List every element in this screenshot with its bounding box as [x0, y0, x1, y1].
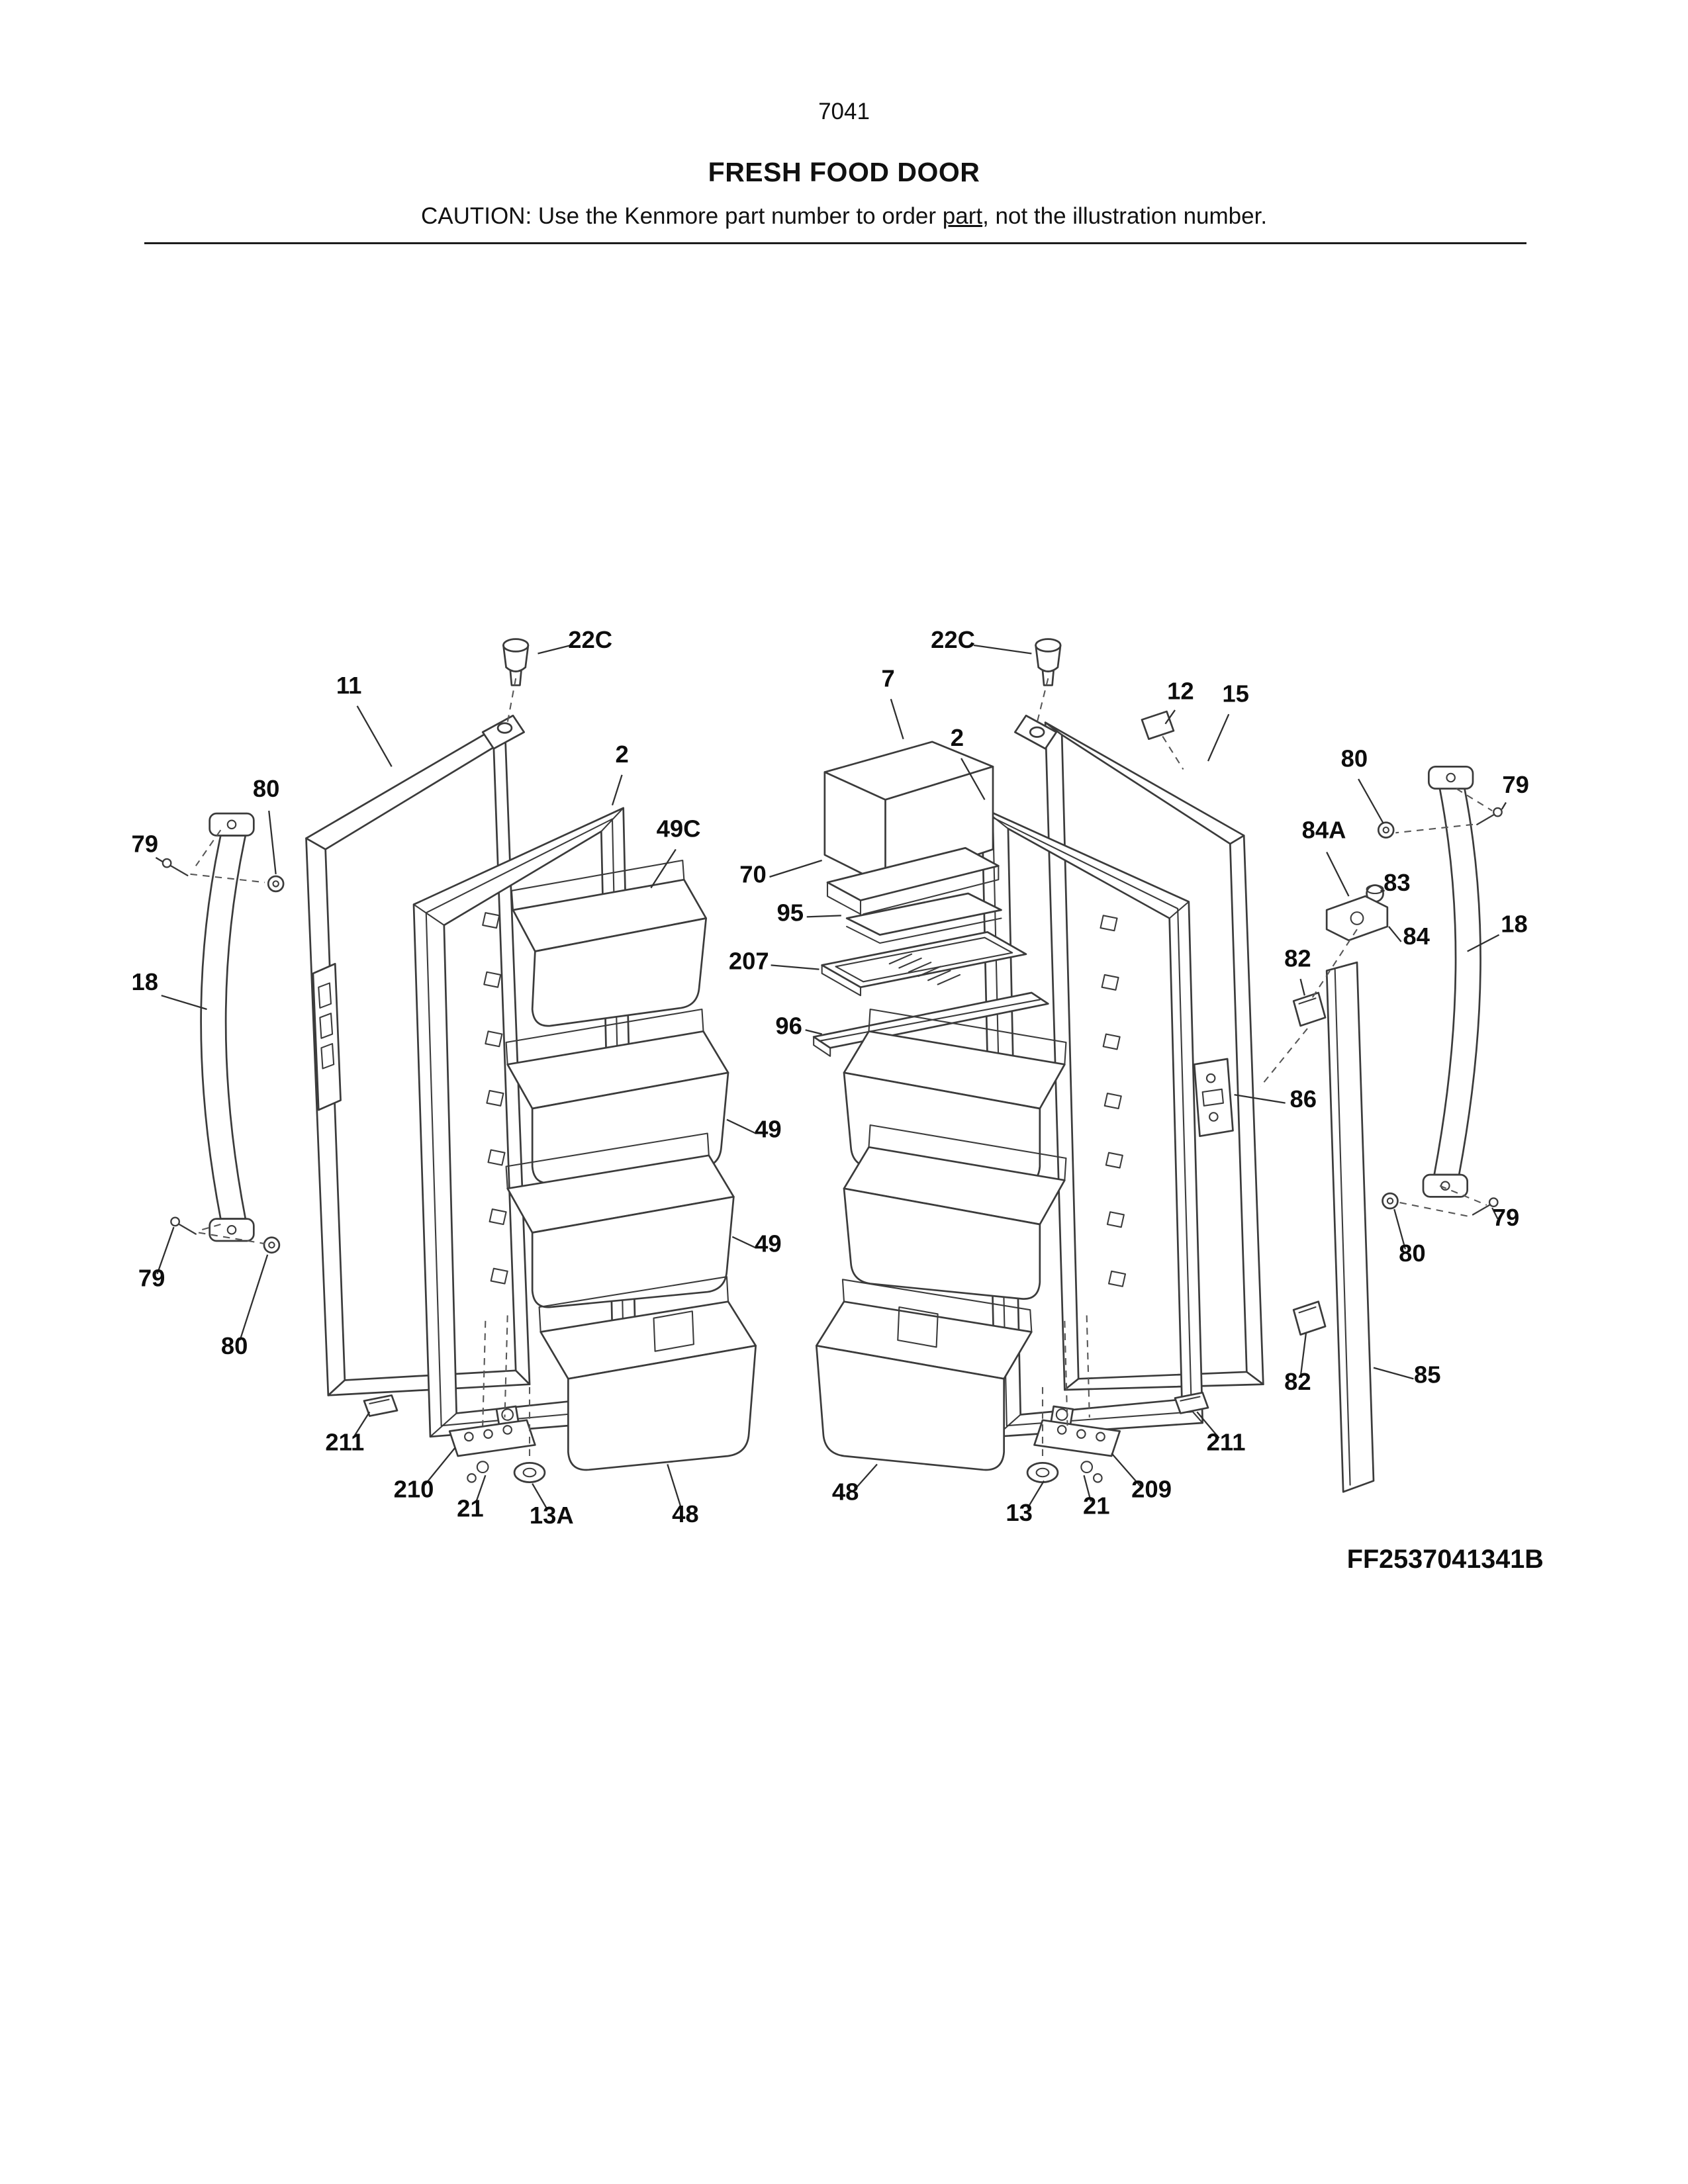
part-callout-21: 21 — [1083, 1492, 1110, 1520]
right-bottom-bin — [815, 1279, 1033, 1471]
part-callout-49: 49 — [755, 1230, 782, 1257]
part-callout-21: 21 — [457, 1495, 484, 1522]
part-callout-84A: 84A — [1302, 817, 1346, 844]
part-callout-7: 7 — [882, 665, 895, 692]
left-door-handle — [200, 812, 255, 1242]
part-callout-79: 79 — [1493, 1204, 1520, 1231]
part-callout-207: 207 — [729, 948, 769, 975]
door-plug-right — [1035, 638, 1062, 686]
caution-underlined-word: part — [942, 203, 983, 229]
part-callout-79: 79 — [131, 831, 158, 858]
part-callout-22C: 22C — [568, 626, 612, 653]
part-callout-82: 82 — [1284, 944, 1311, 972]
part-callout-13: 13 — [1006, 1499, 1033, 1526]
part-callout-13A: 13A — [530, 1502, 574, 1529]
part-callout-83: 83 — [1383, 869, 1411, 896]
part-callout-70: 70 — [739, 860, 767, 887]
part-callout-49C: 49C — [657, 815, 701, 842]
part-callout-18: 18 — [1501, 910, 1528, 937]
page-title: FRESH FOOD DOOR — [708, 157, 980, 187]
part-callout-80: 80 — [1341, 745, 1368, 772]
dashed-assembly-lines — [190, 678, 1493, 1462]
shoulder-screws — [263, 821, 1399, 1254]
part-callout-2: 2 — [615, 741, 628, 768]
left-bottom-bin — [538, 1276, 757, 1471]
part-callout-209: 209 — [1131, 1476, 1172, 1503]
right-door-handle — [1422, 765, 1481, 1198]
part-callout-210: 210 — [394, 1476, 434, 1503]
part-callout-18: 18 — [131, 968, 158, 995]
part-callout-79: 79 — [1502, 771, 1529, 798]
door-clip-upper — [1292, 991, 1327, 1027]
part-callout-2: 2 — [951, 724, 964, 751]
door-plug-left — [502, 638, 530, 686]
part-callout-211: 211 — [1207, 1429, 1246, 1456]
top-hinge-bracket — [1325, 884, 1389, 942]
door-module-box — [823, 741, 1000, 915]
part-callout-79: 79 — [138, 1265, 165, 1292]
caution-prefix: CAUTION: Use the Kenmore part number to … — [420, 203, 943, 229]
small-cover-plate — [1141, 710, 1175, 741]
caution-suffix: , not the illustration number. — [982, 203, 1268, 229]
part-callout-86: 86 — [1289, 1085, 1317, 1113]
handle-screws — [162, 807, 1503, 1235]
part-callout-85: 85 — [1414, 1361, 1441, 1388]
part-callout-96: 96 — [775, 1013, 802, 1040]
page-number: 7041 — [818, 99, 870, 124]
callout-labels: 22C 11 80 79 18 2 49C 79 80 211 210 21 13A 48 49 49 7 22C… — [131, 626, 1528, 1529]
part-callout-49: 49 — [755, 1116, 782, 1143]
part-callout-15: 15 — [1222, 680, 1249, 707]
part-callout-11: 11 — [336, 672, 362, 699]
door-trim-strip — [1325, 961, 1375, 1493]
door-clip-lower — [1292, 1300, 1327, 1336]
left-door-bins — [505, 859, 735, 1308]
part-callout-80: 80 — [1399, 1240, 1426, 1267]
part-callout-22C: 22C — [931, 626, 975, 653]
header-divider — [144, 242, 1526, 244]
part-callout-48: 48 — [832, 1479, 859, 1506]
caution-text: CAUTION: Use the Kenmore part number to … — [0, 203, 1688, 230]
drawing-number: FF2537041341B — [1347, 1545, 1544, 1574]
part-callout-12: 12 — [1167, 677, 1194, 704]
part-callout-48: 48 — [672, 1500, 699, 1527]
part-callout-95: 95 — [776, 899, 804, 927]
door-switch-module — [1193, 1058, 1234, 1138]
part-callout-211: 211 — [325, 1429, 364, 1456]
part-callout-84: 84 — [1403, 923, 1430, 950]
right-door-panel — [1013, 714, 1264, 1391]
left-bottom-hinge — [363, 1394, 546, 1483]
part-callout-82: 82 — [1284, 1368, 1311, 1395]
callout-leader-lines — [155, 644, 1507, 1510]
right-door-bins — [843, 1008, 1067, 1300]
part-callout-80: 80 — [253, 775, 280, 802]
part-callout-80: 80 — [221, 1332, 248, 1359]
